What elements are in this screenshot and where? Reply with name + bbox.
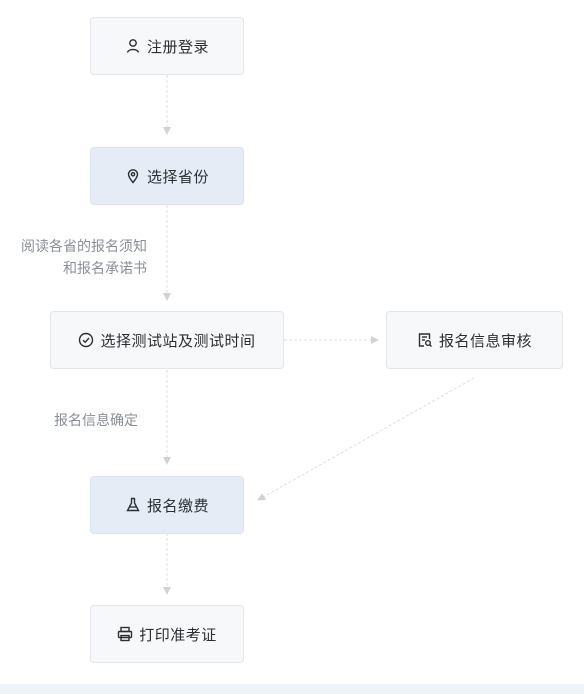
document-search-icon bbox=[417, 332, 433, 348]
edge-label-confirm-info: 报名信息确定 bbox=[54, 410, 138, 432]
node-register[interactable]: 注册登录 bbox=[90, 17, 244, 75]
node-print-admission[interactable]: 打印准考证 bbox=[90, 605, 244, 663]
location-pin-icon bbox=[125, 168, 141, 184]
bottom-strip bbox=[0, 684, 584, 694]
node-select-province[interactable]: 选择省份 bbox=[90, 147, 244, 205]
node-select-site-time-label: 选择测试站及测试时间 bbox=[100, 331, 256, 350]
printer-icon bbox=[117, 626, 133, 642]
node-print-admission-label: 打印准考证 bbox=[139, 625, 217, 644]
node-review-label: 报名信息审核 bbox=[438, 331, 532, 350]
node-payment-label: 报名缴费 bbox=[146, 496, 209, 515]
node-select-site-time[interactable]: 选择测试站及测试时间 bbox=[50, 311, 284, 369]
user-icon bbox=[125, 38, 141, 54]
node-review[interactable]: 报名信息审核 bbox=[386, 311, 563, 369]
check-circle-icon bbox=[78, 332, 94, 348]
edge-review-to-payment bbox=[257, 377, 475, 501]
node-select-province-label: 选择省份 bbox=[146, 167, 209, 186]
node-register-label: 注册登录 bbox=[146, 37, 209, 56]
edge-label-read-notice: 阅读各省的报名须知 和报名承诺书 bbox=[21, 236, 147, 280]
edge-label-read-notice-line2: 和报名承诺书 bbox=[63, 261, 147, 277]
node-payment[interactable]: 报名缴费 bbox=[90, 476, 244, 534]
flask-icon bbox=[125, 497, 141, 513]
edge-label-confirm-info-text: 报名信息确定 bbox=[54, 413, 138, 429]
edge-label-read-notice-line1: 阅读各省的报名须知 bbox=[21, 239, 147, 255]
